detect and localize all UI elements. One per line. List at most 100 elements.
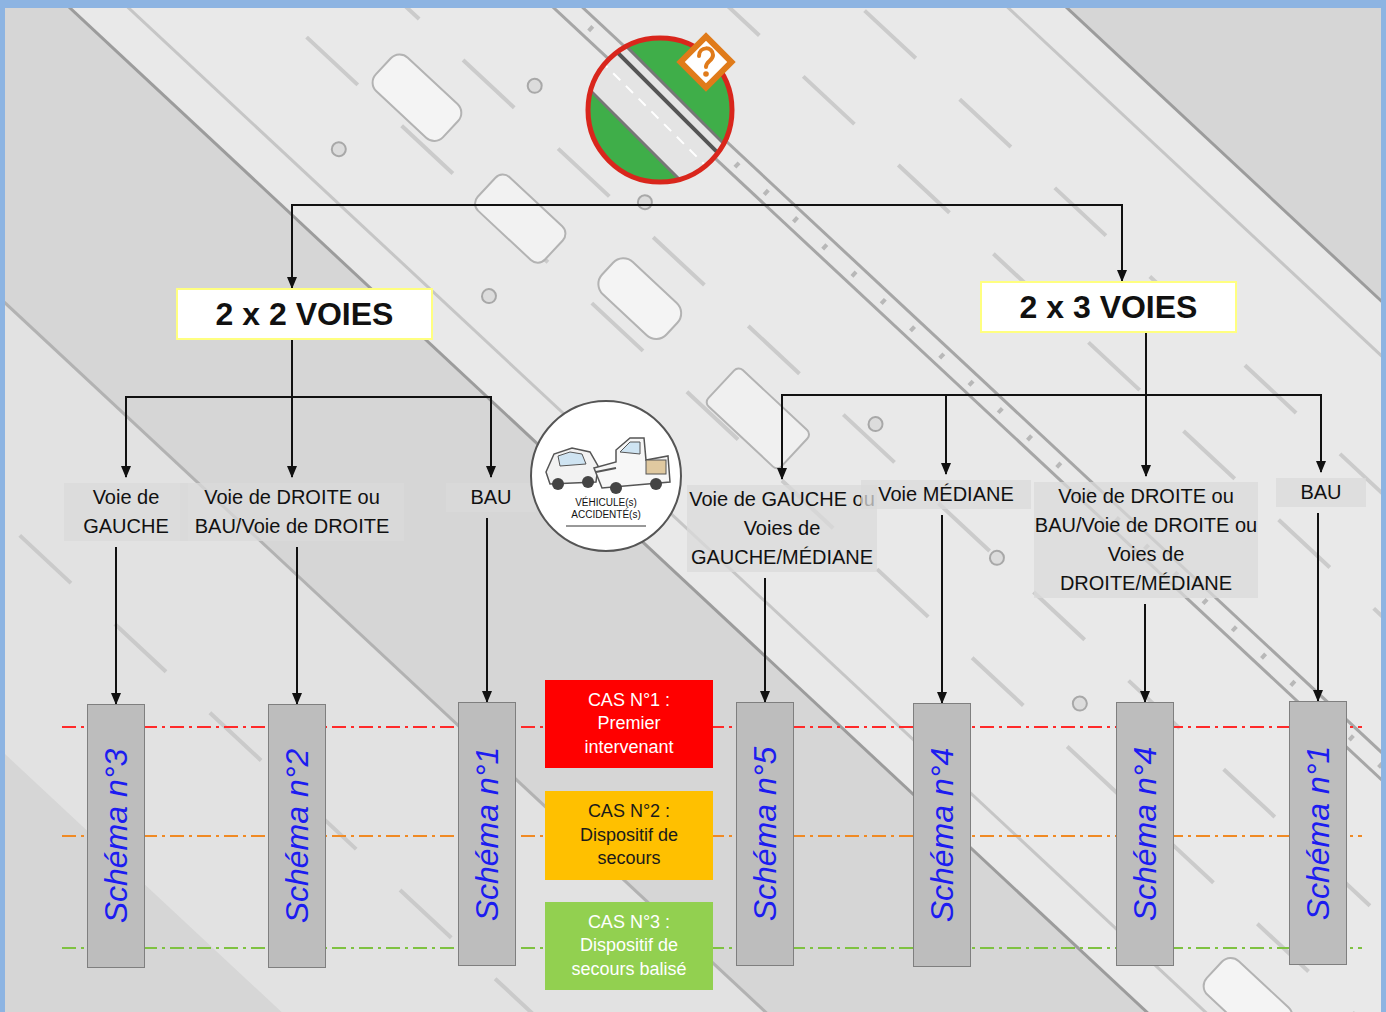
wheel [552, 478, 564, 490]
lane-label: Voie MÉDIANE [861, 474, 1031, 515]
node-text: BAU [446, 483, 536, 512]
schema-title: Schéma n°4 [1127, 747, 1164, 922]
question-mark [699, 48, 713, 67]
case-box: CAS N°3 : Dispositif de secours balisé [545, 902, 713, 990]
connector-arrow [1317, 513, 1319, 701]
icon-road [560, 10, 760, 210]
lane-mark [5, 8, 1381, 1012]
edge-line [5, 8, 1381, 1012]
connector-arrow [115, 547, 117, 704]
top-bracket [292, 205, 707, 288]
highway [5, 8, 1381, 1012]
cone [329, 139, 349, 159]
lane-label: Voie de GAUCHE [64, 477, 188, 547]
connector-arrow [946, 333, 1146, 474]
node-text: 2 x 2 VOIES [216, 296, 394, 333]
lane-label: BAU [1276, 472, 1366, 513]
tow-truck-sketch [532, 402, 680, 550]
cone [635, 192, 655, 212]
node-text: Voie de DROITE ou BAU/Voie de DROITE ou … [1034, 482, 1258, 598]
median-rail [5, 8, 1381, 1012]
connector-arrow [1144, 604, 1146, 702]
connector-arrow [486, 518, 488, 702]
vehicle-icon: VÉHICULE(s) ACCIDENTÉ(s) [530, 400, 682, 552]
schema-box: Schéma n°2 [268, 704, 326, 968]
guard-rail [5, 8, 1381, 1012]
icon-lane [575, 35, 735, 195]
question-dot [703, 71, 709, 77]
lane-count-box: 2 x 2 VOIES [176, 288, 433, 340]
icon-ring [588, 38, 732, 182]
cone [525, 76, 545, 96]
vehicle [593, 253, 687, 345]
vehicle [1199, 953, 1298, 1012]
vehicle [704, 366, 811, 471]
connector-arrow [764, 578, 766, 702]
node-text: Voie MÉDIANE [861, 480, 1031, 509]
case-box: CAS N°2 : Dispositif de secours [545, 791, 713, 880]
wheel [610, 482, 622, 494]
schema-title: Schéma n°5 [747, 747, 784, 922]
case-title: CAS N°3 : Dispositif de secours balisé [559, 911, 699, 981]
truck-load [646, 460, 666, 474]
lane-mark [5, 8, 1381, 1012]
cone [479, 286, 499, 306]
schema-title: Schéma n°1 [469, 747, 506, 922]
connector-arrow [941, 515, 943, 703]
schema-box: Schéma n°4 [913, 703, 971, 967]
wheel [582, 476, 594, 488]
schema-box: Schéma n°4 [1116, 702, 1174, 966]
schema-box: Schéma n°5 [736, 702, 794, 966]
node-text: Voie de DROITE ou BAU/Voie de DROITE [180, 483, 404, 541]
carriageway [5, 8, 1381, 1012]
schema-box: Schéma n°3 [87, 704, 145, 968]
icon-median [590, 25, 750, 185]
connector-arrow [292, 340, 491, 477]
case-title: CAS N°1 : Premier intervenant [559, 689, 699, 759]
median-posts [5, 8, 1381, 1012]
truck-window [620, 442, 640, 454]
icon-rail [600, 20, 760, 180]
edge-line [5, 8, 1381, 1012]
cone [866, 414, 886, 434]
wheel [650, 478, 662, 490]
lane-mark [5, 8, 1381, 1012]
case-box: CAS N°1 : Premier intervenant [545, 680, 713, 768]
guard-rail [5, 8, 1381, 1012]
connector-arrow [1146, 333, 1321, 472]
schema-title: Schéma n°1 [1300, 746, 1337, 921]
lane-label: Voie de DROITE ou BAU/Voie de DROITE ou … [1034, 476, 1258, 604]
node-text: Voie de GAUCHE ou Voies de GAUCHE/MÉDIAN… [687, 485, 877, 572]
lane-label: Voie de GAUCHE ou Voies de GAUCHE/MÉDIAN… [687, 479, 877, 578]
lane-label: BAU [446, 477, 536, 518]
connector-arrow [782, 333, 1146, 479]
schema-title: Schéma n°4 [924, 748, 961, 923]
vehicle [368, 49, 467, 145]
lane-label: Voie de DROITE ou BAU/Voie de DROITE [180, 477, 404, 547]
connector-arrow [126, 340, 292, 477]
schema-box: Schéma n°1 [1289, 701, 1347, 965]
vehicle [471, 170, 570, 266]
top-bracket [707, 205, 1122, 281]
node-text: 2 x 3 VOIES [1020, 289, 1198, 326]
car-window [558, 452, 586, 466]
schema-box: Schéma n°1 [458, 702, 516, 966]
schema-title: Schéma n°3 [98, 749, 135, 924]
scene [5, 8, 1381, 1012]
lane-count-box: 2 x 3 VOIES [980, 281, 1237, 333]
caption-rule [566, 526, 646, 527]
lane-mark [5, 8, 1381, 1012]
cone [987, 548, 1007, 568]
connector-arrow [296, 547, 298, 704]
icon-caption: VÉHICULE(s) ACCIDENTÉ(s) [561, 497, 651, 521]
node-text: BAU [1276, 478, 1366, 507]
question-diamond [681, 37, 732, 88]
median-rail [5, 8, 1381, 1012]
schema-title: Schéma n°2 [279, 749, 316, 924]
case-title: CAS N°2 : Dispositif de secours [559, 800, 699, 870]
cone [1070, 694, 1090, 714]
road-type-icon [560, 10, 760, 210]
tow-bar [596, 468, 616, 472]
icon-asphalt [560, 10, 760, 210]
